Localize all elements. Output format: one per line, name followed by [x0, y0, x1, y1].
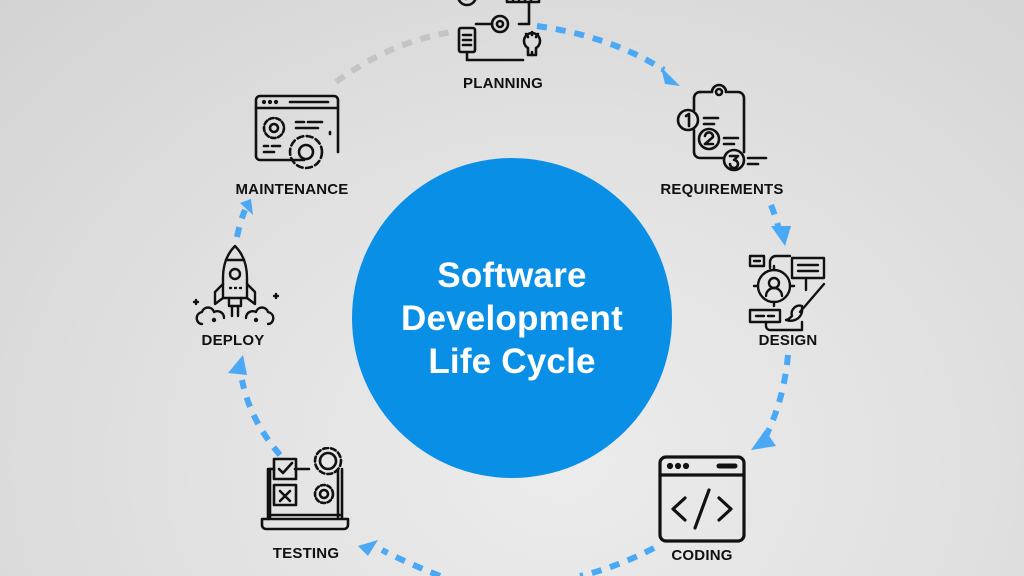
design-wireframe-brush-icon: [748, 254, 830, 332]
stage-label-testing: TESTING: [272, 545, 340, 562]
code-window-icon: [657, 454, 747, 544]
hub-title-line-1: Software: [437, 255, 587, 295]
connector-testing-deploy: [239, 379, 283, 457]
arrowhead-design: [771, 226, 791, 246]
arrowhead-requirements: [656, 62, 680, 86]
arrowhead-maintenance: [240, 199, 253, 215]
clipboard-checklist-icon: [672, 82, 772, 174]
arrowhead-coding: [751, 430, 776, 450]
connector-maintenance-planning: [334, 29, 453, 85]
laptop-test-checklist-icon: [258, 447, 354, 537]
sdlc-hub: Software Development Life Cycle: [352, 158, 672, 478]
planning-flow-icon: [455, 0, 555, 64]
connector-coding-testing-right: [579, 545, 656, 576]
stage-label-design: DESIGN: [758, 332, 818, 349]
hub-title-line-2: Development: [401, 298, 623, 338]
connector-design-coding: [762, 354, 791, 440]
stage-label-planning: PLANNING: [463, 75, 543, 92]
hub-title-line-3: Life Cycle: [428, 341, 596, 381]
connector-planning-requirements: [536, 23, 666, 73]
stage-label-deploy: DEPLOY: [201, 332, 265, 349]
arrowhead-testing: [358, 540, 378, 556]
stage-label-maintenance: MAINTENANCE: [235, 181, 349, 198]
stage-label-coding: CODING: [671, 547, 733, 564]
rocket-launch-icon: [190, 244, 280, 330]
stage-label-requirements: REQUIREMENTS: [660, 181, 784, 198]
arrowhead-deploy: [228, 355, 247, 375]
connector-deploy-maintenance: [234, 208, 248, 238]
browser-gears-icon: [252, 94, 342, 174]
connector-coding-testing-left: [380, 547, 442, 576]
